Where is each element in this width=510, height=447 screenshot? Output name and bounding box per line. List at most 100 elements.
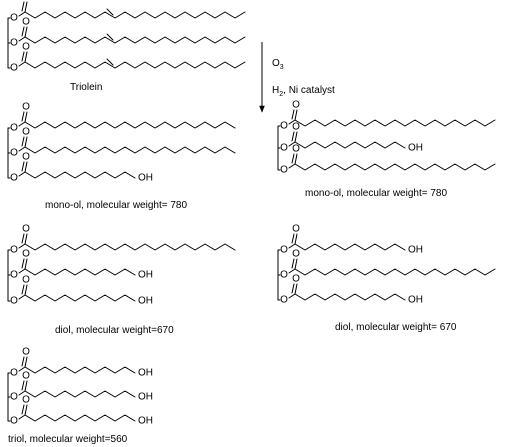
alkyl-chain bbox=[24, 36, 246, 44]
ester-bond bbox=[18, 414, 26, 420]
ester-bond bbox=[288, 268, 296, 274]
alkyl-chain bbox=[294, 268, 496, 276]
ester-oxygen: O bbox=[280, 245, 288, 256]
label-diol-a: diol, molecular weight=670 bbox=[55, 325, 174, 336]
carbonyl-bond bbox=[294, 283, 298, 295]
ester-oxygen: O bbox=[10, 270, 18, 281]
cis-double-bond bbox=[106, 8, 114, 16]
diol-a-chain-3: OH bbox=[18, 284, 153, 307]
hydroxyl-group: OH bbox=[138, 368, 153, 379]
ester-oxygen: O bbox=[280, 295, 288, 306]
carbonyl-bond bbox=[24, 51, 28, 63]
mono-ol-a-chain-2 bbox=[18, 136, 236, 154]
ester-bond bbox=[288, 243, 296, 249]
carbonyl-oxygen: O bbox=[292, 122, 300, 133]
carbonyl-oxygen: O bbox=[22, 152, 30, 163]
ester-oxygen: O bbox=[280, 270, 288, 281]
ester-oxygen: O bbox=[10, 173, 18, 184]
alkyl-chain bbox=[24, 294, 136, 302]
ester-oxygen: O bbox=[10, 38, 18, 49]
carbonyl-oxygen: O bbox=[22, 371, 30, 382]
hydrogen-symbol: H bbox=[272, 85, 279, 96]
label-mono-ol-b: mono-ol, molecular weight= 780 bbox=[305, 188, 447, 199]
carbonyl-bond-2 bbox=[21, 51, 25, 62]
hydroxyl-group: OH bbox=[408, 295, 423, 306]
alkyl-chain bbox=[24, 61, 246, 69]
carbonyl-bond-2 bbox=[21, 26, 25, 37]
ester-bond bbox=[288, 141, 296, 147]
carbonyl-oxygen: O bbox=[22, 347, 30, 358]
alkyl-chain bbox=[24, 146, 236, 154]
hydroxyl-group: OH bbox=[138, 296, 153, 307]
carbonyl-bond-2 bbox=[291, 153, 295, 164]
diol-a-chain-1 bbox=[18, 233, 236, 251]
carbonyl-bond bbox=[294, 153, 298, 165]
alkyl-chain bbox=[294, 293, 406, 301]
ester-bond bbox=[18, 366, 26, 372]
carbonyl-bond-2 bbox=[21, 356, 25, 367]
ester-bond bbox=[288, 119, 296, 125]
cis-double-bond bbox=[106, 58, 114, 66]
hydroxyl-group: OH bbox=[138, 270, 153, 281]
reaction-arrow-group: O3 H2, Ni catalyst bbox=[259, 42, 335, 113]
carbonyl-oxygen: O bbox=[22, 102, 30, 113]
mono-ol-b-chain-1 bbox=[288, 109, 496, 127]
alkyl-chain bbox=[24, 268, 136, 276]
carbonyl-oxygen: O bbox=[292, 224, 300, 235]
alkyl-chain bbox=[294, 163, 496, 171]
carbonyl-bond-2 bbox=[21, 111, 25, 122]
carbonyl-oxygen: O bbox=[22, 17, 30, 28]
cis-double-bond bbox=[106, 33, 114, 41]
mono-ol-a-chain-1 bbox=[18, 111, 236, 129]
carbonyl-oxygen: O bbox=[292, 100, 300, 111]
carbonyl-bond-2 bbox=[21, 284, 25, 295]
triolein-chain-1 bbox=[18, 1, 246, 19]
ester-oxygen: O bbox=[10, 13, 18, 24]
carbonyl-bond bbox=[294, 233, 298, 245]
carbonyl-bond bbox=[24, 161, 28, 173]
carbonyl-bond-2 bbox=[21, 1, 25, 12]
ozone-symbol: O bbox=[272, 58, 280, 69]
carbonyl-bond bbox=[24, 356, 28, 368]
label-diol-b: diol, molecular weight= 670 bbox=[335, 322, 457, 333]
catalyst-text: , Ni catalyst bbox=[283, 85, 335, 96]
ester-bond bbox=[18, 11, 26, 17]
carbonyl-bond-2 bbox=[21, 258, 25, 269]
ester-oxygen: O bbox=[10, 63, 18, 74]
triolein-chain-3 bbox=[18, 51, 246, 69]
ester-oxygen: O bbox=[280, 121, 288, 132]
alkyl-chain bbox=[24, 121, 236, 129]
carbonyl-bond bbox=[24, 1, 28, 13]
ester-bond bbox=[18, 121, 26, 127]
diol-b-chain-1: OH bbox=[288, 233, 423, 256]
diol-b-chain-3: OH bbox=[288, 283, 423, 306]
carbonyl-bond-2 bbox=[291, 283, 295, 294]
structures-layer: OOOOOOOOOOOHOOOOOHOOOOOOOHOOOHOOOHOOOOOH… bbox=[7, 0, 496, 427]
carbonyl-bond bbox=[24, 404, 28, 416]
carbonyl-bond bbox=[24, 284, 28, 296]
alkyl-chain bbox=[24, 390, 136, 398]
carbonyl-bond-2 bbox=[291, 131, 295, 142]
reagent-ozone: O3 bbox=[272, 58, 284, 71]
ester-bond bbox=[18, 36, 26, 42]
carbonyl-oxygen: O bbox=[22, 395, 30, 406]
carbonyl-bond-2 bbox=[21, 380, 25, 391]
carbonyl-oxygen: O bbox=[292, 144, 300, 155]
label-triol: triol, molecular weight=560 bbox=[8, 434, 128, 445]
carbonyl-oxygen: O bbox=[22, 0, 30, 3]
ester-bond bbox=[288, 163, 296, 169]
alkyl-chain bbox=[294, 141, 406, 149]
carbonyl-bond bbox=[24, 111, 28, 123]
triol-chain-1: OH bbox=[18, 356, 153, 379]
ozone-subscript: 3 bbox=[280, 64, 284, 71]
carbonyl-bond bbox=[24, 26, 28, 38]
ester-bond bbox=[18, 171, 26, 177]
ester-oxygen: O bbox=[10, 296, 18, 307]
carbonyl-bond-2 bbox=[291, 258, 295, 269]
carbonyl-bond-2 bbox=[21, 404, 25, 415]
ester-oxygen: O bbox=[280, 143, 288, 154]
alkyl-chain bbox=[294, 119, 496, 127]
ester-oxygen: O bbox=[10, 368, 18, 379]
carbonyl-bond bbox=[294, 109, 298, 121]
